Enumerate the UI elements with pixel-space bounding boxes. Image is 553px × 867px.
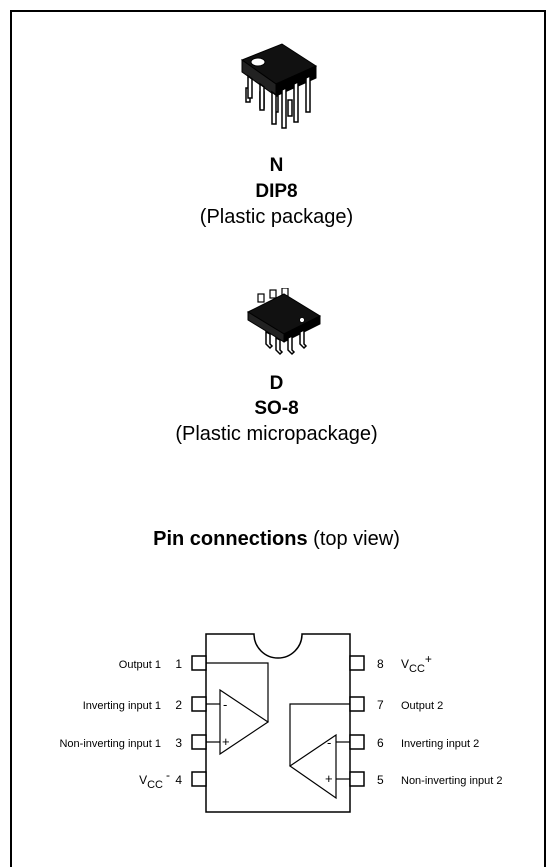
pinout-diagram: - + - + 1 2 3 4 Output 1 Inverting input…	[59, 633, 503, 813]
pin-7-number: 7	[377, 698, 384, 712]
pin-2-number: 2	[175, 698, 182, 712]
so8-chip-icon	[246, 288, 322, 356]
dip8-chip-icon	[240, 43, 318, 129]
package-desc-so8: (Plastic micropackage)	[175, 423, 378, 445]
opamp-2-plus-sign: +	[325, 771, 333, 786]
package-letter-d: D	[269, 373, 284, 394]
pin-connections-title-rest: (top view)	[307, 528, 400, 550]
pin-8-label-sub: CC	[409, 663, 425, 675]
pin-3-pad	[191, 734, 207, 750]
pin-5-number: 5	[377, 773, 384, 787]
datasheet-panel	[10, 10, 546, 867]
package-name-dip8: DIP8	[255, 181, 298, 202]
pin-7-pad	[349, 696, 365, 712]
pin-4-label-main: V	[139, 773, 147, 787]
pin-5-pad	[349, 771, 365, 787]
pin-3-label: Non-inverting input 1	[59, 738, 161, 750]
pin-4-number: 4	[175, 773, 182, 787]
pin-6-label: Inverting input 2	[401, 738, 479, 750]
package-letter-n: N	[269, 155, 284, 176]
pin-8-label-sup: +	[425, 652, 432, 666]
opamp-2-triangle	[288, 733, 337, 800]
package-name-so8: SO-8	[254, 398, 299, 419]
pin-1-number: 1	[175, 657, 182, 671]
opamp-1-output-wire	[206, 662, 269, 722]
pin-8-label: VCC+	[401, 652, 432, 675]
opamp-1-plus-sign: +	[222, 734, 230, 749]
pin-8-number: 8	[377, 657, 384, 671]
pin-connections-title: Pin connections (top view)	[0, 528, 553, 551]
opamp-2-minus-sign: -	[327, 735, 331, 750]
opamp-2-output-wire	[289, 703, 350, 766]
opamp-1-triangle	[219, 688, 270, 756]
ic-body	[205, 633, 351, 813]
pin-connections-title-bold: Pin connections	[153, 528, 308, 550]
pin-8-label-main: V	[401, 657, 409, 671]
pin-4-label-sup: -	[166, 768, 170, 782]
pin-4-label-sub: CC	[147, 779, 163, 791]
package-desc-dip8: (Plastic package)	[199, 206, 354, 228]
pin-1-pad	[191, 655, 207, 671]
pin-5-label: Non-inverting input 2	[401, 775, 503, 787]
pin-4-label: VCC-	[139, 768, 170, 791]
pin-6-pad	[349, 734, 365, 750]
pin-2-label: Inverting input 1	[83, 700, 161, 712]
pin-7-label: Output 2	[401, 700, 443, 712]
pin-6-number: 6	[377, 736, 384, 750]
pin-4-pad	[191, 771, 207, 787]
opamp-1-minus-sign: -	[223, 697, 227, 712]
pin-8-pad	[349, 655, 365, 671]
pin-2-pad	[191, 696, 207, 712]
pin-1-label: Output 1	[119, 659, 161, 671]
pin-3-number: 3	[175, 736, 182, 750]
